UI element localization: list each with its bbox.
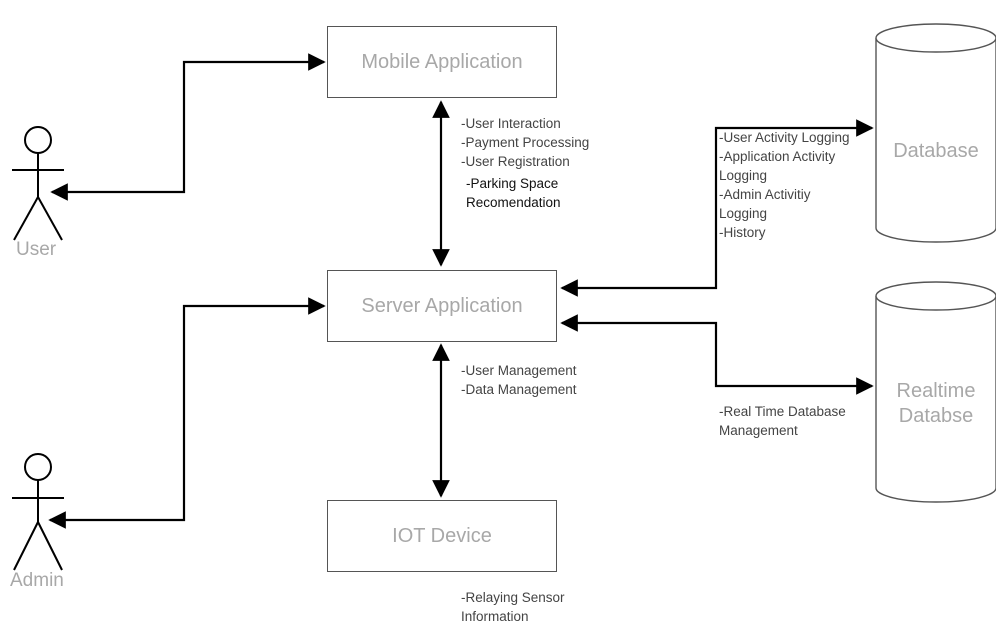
realtime-database-label-line: Databse: [898, 405, 974, 427]
note-line: -Application Activity: [719, 149, 836, 164]
server-database-connector: [560, 119, 874, 297]
realtime-database-cylinder: [875, 281, 996, 503]
note-line: -Payment Processing: [461, 135, 590, 150]
note-line: Recomendation: [466, 195, 561, 210]
admin-actor-figure: [12, 453, 64, 571]
iot-note: -Relaying Sensor Information: [461, 588, 565, 625]
realtime-database-label: Realtime Databse: [876, 379, 996, 429]
note-line: Information: [461, 609, 529, 624]
iot-device-label: IOT Device: [392, 524, 492, 547]
note-line: Logging: [719, 206, 768, 221]
admin-server-connector: [48, 297, 326, 529]
note-line: -Relaying Sensor: [461, 590, 565, 605]
note-line: Logging: [719, 168, 768, 183]
database-cylinder: [875, 23, 996, 243]
mobile-application-node: Mobile Application: [327, 26, 557, 98]
server-iot-note: -User Management -Data Management: [461, 361, 577, 399]
database-label: Database: [876, 139, 996, 164]
mobile-server-note: -User Interaction -Payment Processing -U…: [461, 114, 589, 171]
user-actor-label: User: [16, 239, 57, 260]
realtime-note: -Real Time Database Management: [719, 402, 846, 440]
note-line: -Admin Activitiy: [719, 187, 811, 202]
note-line: -User Registration: [461, 154, 570, 169]
server-realtime-connector: [560, 314, 874, 395]
user-mobile-connector: [50, 53, 326, 201]
iot-device-node: IOT Device: [327, 500, 557, 572]
note-line: -User Activity Logging: [719, 130, 850, 145]
database-label-text: Database: [893, 140, 979, 162]
server-application-label: Server Application: [361, 294, 523, 317]
parking-recommendation-note: -Parking Space Recomendation: [466, 174, 561, 212]
note-line: -Parking Space: [466, 176, 559, 191]
admin-actor-label: Admin: [10, 570, 64, 591]
note-line: -Real Time Database: [719, 404, 846, 419]
realtime-database-label-line: Realtime: [896, 380, 976, 402]
server-application-node: Server Application: [327, 270, 557, 342]
note-line: -History: [719, 225, 766, 240]
note-line: -Data Management: [461, 382, 577, 397]
user-actor-figure: [12, 126, 64, 241]
note-line: Management: [719, 423, 798, 438]
note-line: -User Interaction: [461, 116, 561, 131]
note-line: -User Management: [461, 363, 577, 378]
database-note: -User Activity Logging -Application Acti…: [719, 128, 850, 242]
mobile-application-label: Mobile Application: [361, 50, 523, 73]
